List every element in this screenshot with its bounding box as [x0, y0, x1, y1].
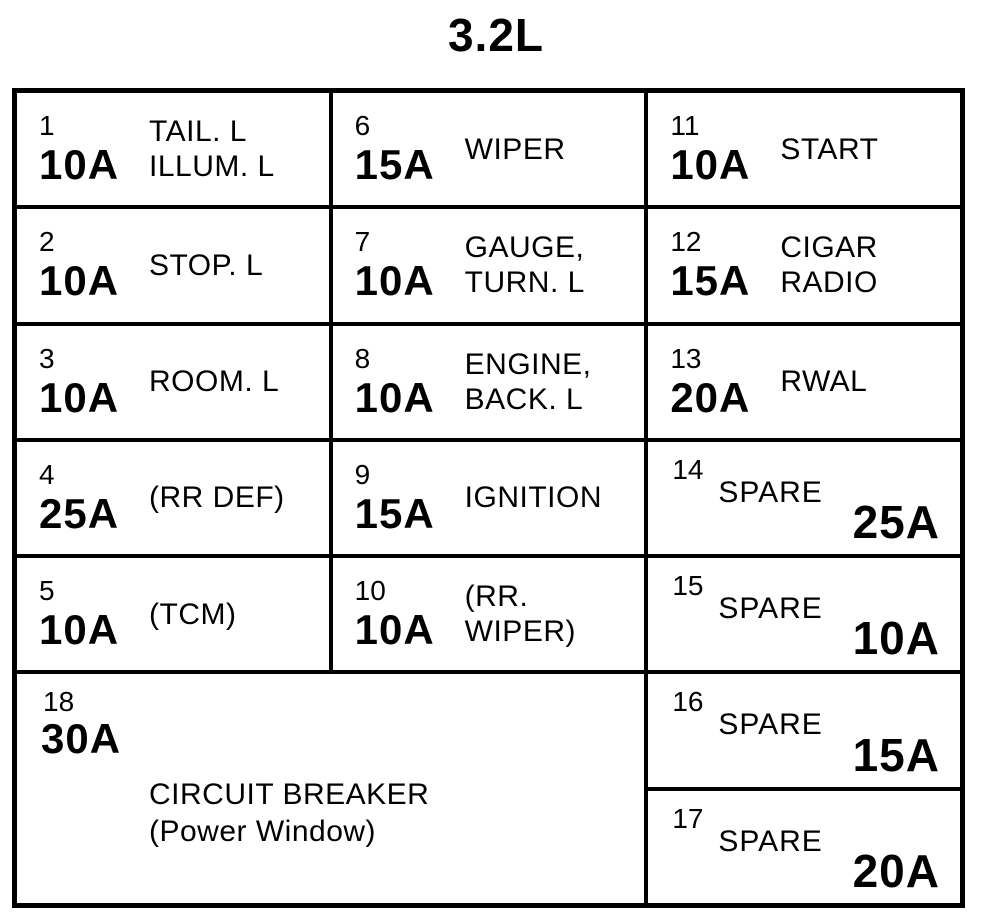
- fuse-number: 10: [354, 575, 386, 607]
- fuse-id-amp: 6 15A: [355, 110, 443, 188]
- fuse-amperage: 25A: [39, 489, 120, 537]
- fuse-cell-8: 8 10A ENGINE, BACK. L: [332, 325, 645, 438]
- fuse-amperage: 20A: [852, 844, 940, 897]
- fuse-number: 2: [39, 226, 55, 258]
- fuse-amperage: 20A: [670, 373, 751, 421]
- fuse-cell-10: 10 10A (RR. WIPER): [332, 558, 645, 671]
- fuse-number: 13: [670, 342, 702, 374]
- fuse-number: 11: [670, 110, 700, 142]
- engine-variant-title: 3.2L: [447, 9, 545, 61]
- fuse-cell-13: 13 20A RWAL: [648, 325, 960, 438]
- fuse-number: 7: [354, 226, 371, 258]
- fuse-amperage: 10A: [39, 141, 120, 189]
- fuse-id-amp: 3 10A: [39, 343, 127, 421]
- fuse-cell-11: 11 10A START: [648, 93, 960, 206]
- fuse-number: 12: [670, 226, 702, 258]
- spare-label: SPARE: [718, 592, 823, 626]
- fuse-cell-14: 14 SPARE 25A: [648, 441, 960, 555]
- fuse-amperage: 10A: [39, 373, 120, 421]
- fuse-label: (RR. WIPER): [464, 580, 576, 649]
- fuse-id-amp: 5 10A: [39, 575, 127, 653]
- fuse-amperage: 15A: [354, 141, 435, 189]
- fuse-id-amp: 4 25A: [39, 459, 127, 537]
- fuse-cell-4: 4 25A (RR DEF): [17, 441, 329, 555]
- fuse-number: 18: [43, 686, 75, 718]
- fuse-id-amp: 9 15A: [355, 459, 443, 537]
- fuse-label: START: [780, 132, 879, 166]
- fuse-number: 15: [672, 570, 704, 602]
- fuse-label: CIGAR RADIO: [780, 231, 878, 300]
- fuse-label: TAIL. L ILLUM. L: [149, 115, 275, 184]
- fuse-cell-17: 17 SPARE 20A: [648, 790, 960, 903]
- fuse-cell-1: 1 10A TAIL. L ILLUM. L: [17, 93, 329, 206]
- fuse-number: 16: [672, 686, 704, 718]
- fuse-label: IGNITION: [464, 481, 602, 515]
- fuse-id-amp: 2 10A: [39, 226, 127, 304]
- fuse-number: 6: [354, 110, 371, 142]
- fuse-number: 14: [672, 453, 704, 485]
- fuse-cell-5: 5 10A (TCM): [17, 558, 329, 671]
- fuse-cell-6: 6 15A WIPER: [332, 93, 645, 206]
- fuse-cell-2: 2 10A STOP. L: [17, 209, 329, 322]
- fuse-cell-16: 16 SPARE 15A: [648, 674, 960, 787]
- fuse-number: 5: [39, 575, 55, 607]
- fuse-label: (TCM): [149, 597, 237, 631]
- fuse-cell-3: 3 10A ROOM. L: [17, 325, 329, 438]
- spare-label: SPARE: [718, 824, 823, 858]
- fuse-cell-18: 18 30A CIRCUIT BREAKER (Power Window): [17, 674, 645, 903]
- fuse-amperage: 10A: [354, 257, 435, 305]
- fuse-id-amp: 13 20A: [670, 343, 758, 421]
- fuse-label: STOP. L: [149, 248, 264, 282]
- fuse-label: RWAL: [780, 365, 868, 399]
- fuse-amperage: 10A: [670, 141, 751, 189]
- fuse-label: WIPER: [464, 132, 566, 166]
- fuse-amperage: 15A: [354, 489, 435, 537]
- fuse-amperage: 10A: [354, 606, 435, 654]
- fuse-id-amp: 7 10A: [355, 226, 443, 304]
- fuse-number: 1: [39, 110, 55, 142]
- fuse-amperage: 15A: [852, 728, 940, 781]
- fuse-number: 3: [39, 342, 55, 374]
- breaker-description: CIRCUIT BREAKER (Power Window): [149, 778, 430, 849]
- spare-label: SPARE: [718, 475, 823, 509]
- fuse-id-amp: 8 10A: [355, 343, 443, 421]
- fuse-amperage: 10A: [354, 373, 435, 421]
- fuse-cell-12: 12 15A CIGAR RADIO: [648, 209, 960, 322]
- fuse-cell-7: 7 10A GAUGE, TURN. L: [332, 209, 645, 322]
- fuse-label: GAUGE, TURN. L: [464, 231, 585, 300]
- fuse-amperage: 10A: [852, 612, 940, 665]
- fuse-label: (RR DEF): [149, 481, 285, 515]
- fuse-label: ROOM. L: [149, 365, 280, 399]
- fuse-box-table: 1 10A TAIL. L ILLUM. L 2 10A STOP. L 3 1…: [12, 88, 965, 908]
- fuse-amperage: 30A: [41, 715, 122, 763]
- fuse-number: 4: [39, 458, 55, 490]
- spare-label: SPARE: [718, 708, 823, 742]
- fuse-number: 17: [672, 802, 704, 834]
- fuse-amperage: 15A: [670, 257, 751, 305]
- fuse-cell-15: 15 SPARE 10A: [648, 558, 960, 671]
- fuse-id-amp: 1 10A: [39, 110, 127, 188]
- fuse-id-amp: 12 15A: [670, 226, 758, 304]
- fuse-number: 9: [354, 458, 371, 490]
- fuse-amperage: 10A: [39, 606, 120, 654]
- fuse-cell-9: 9 15A IGNITION: [332, 441, 645, 555]
- fuse-amperage: 25A: [852, 496, 940, 549]
- fuse-id-amp: 11 10A: [670, 110, 758, 188]
- fuse-amperage: 10A: [39, 257, 120, 305]
- fuse-label: ENGINE, BACK. L: [464, 347, 592, 416]
- fuse-id-amp: 10 10A: [355, 575, 443, 653]
- fuse-number: 8: [354, 342, 371, 374]
